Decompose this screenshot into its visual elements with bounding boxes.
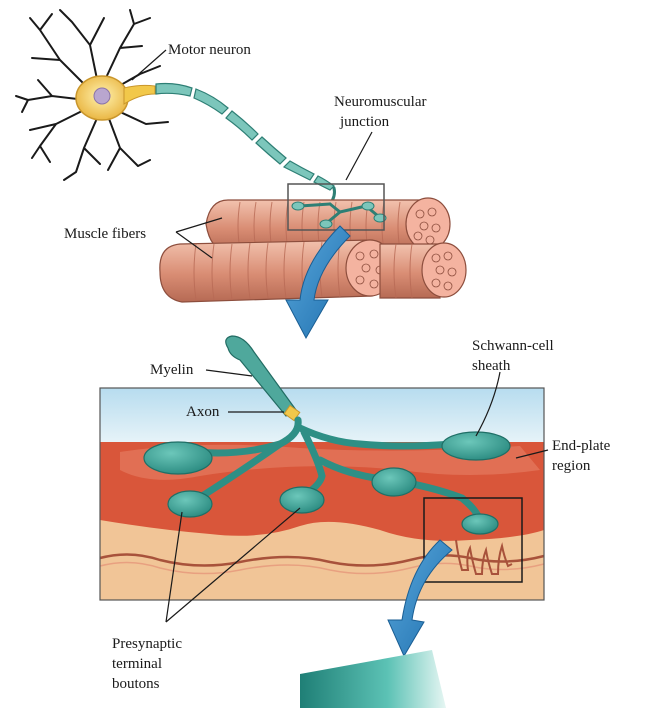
- motor-neuron-dendrites: [15, 9, 169, 181]
- muscle-fiber-front-left: [159, 239, 395, 303]
- label-motor-neuron: Motor neuron: [168, 42, 251, 58]
- presynaptic-boutons: [143, 431, 511, 535]
- label-axon: Axon: [186, 404, 220, 420]
- bouton-left-top: [143, 441, 213, 475]
- leader-lines-bottom: [165, 369, 549, 623]
- label-presyn-line2: terminal: [112, 656, 162, 672]
- bouton-mid-low: [279, 486, 325, 514]
- zoom-arrow-bottom: [387, 539, 453, 658]
- label-nmj-line1: Neuromuscular: [334, 94, 426, 110]
- muscle-membrane: [99, 553, 545, 567]
- bouton-left-low: [167, 490, 213, 518]
- axon-node: [283, 404, 301, 422]
- motor-neuron-nucleus: [93, 87, 111, 105]
- label-schwann-line1: Schwann-cell: [472, 338, 554, 354]
- label-endplate-line2: region: [552, 458, 591, 474]
- label-endplate-line1: End-plate: [552, 438, 611, 454]
- label-nmj-line2: junction: [339, 114, 390, 130]
- label-presyn-line1: Presynaptic: [112, 636, 182, 652]
- nmj-terminal-overlay-endings: [291, 201, 387, 229]
- axon-hillock: [123, 84, 156, 105]
- bouton-zoom: [461, 513, 499, 535]
- label-muscle-fibers: Muscle fibers: [64, 226, 146, 242]
- junctional-folds: [455, 539, 513, 575]
- nmj-terminal-overlay: [298, 202, 380, 224]
- next-panel-preview: [300, 650, 446, 708]
- myelin-sheath: [225, 335, 297, 417]
- zoom-arrow-top: [285, 225, 351, 340]
- bouton-mid-right: [371, 467, 417, 497]
- leader-lines-top: [131, 49, 373, 259]
- synapse-zoom-box: [423, 497, 523, 583]
- label-myelin: Myelin: [150, 362, 194, 378]
- muscle-fiber-front-right: [379, 242, 467, 299]
- terminal-branches: [192, 416, 482, 520]
- myelinated-axon: [155, 82, 335, 191]
- label-presyn-line3: boutons: [112, 676, 160, 692]
- bouton-right-top: [441, 431, 511, 461]
- label-schwann-line2: sheath: [472, 358, 511, 374]
